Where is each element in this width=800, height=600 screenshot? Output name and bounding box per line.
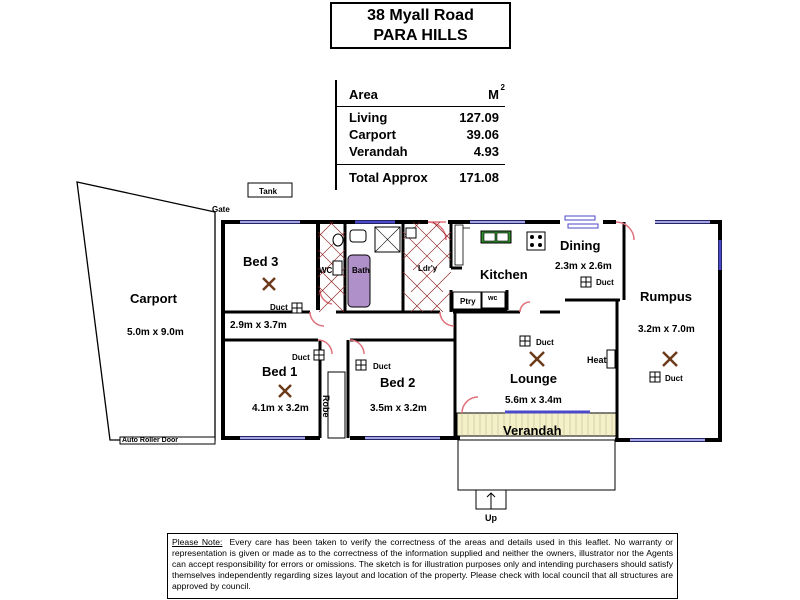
dining-dims: 2.3m x 2.6m <box>555 261 612 272</box>
up-arrow <box>486 492 496 498</box>
area-table-vline <box>335 80 337 190</box>
carport-outline <box>76 181 216 441</box>
carport-dims: 5.0m x 9.0m <box>127 327 184 338</box>
area-heading-underline <box>335 106 505 107</box>
up-label: Up <box>485 513 497 523</box>
cistern <box>332 260 343 276</box>
bed3-duct: Duct <box>270 303 288 312</box>
pantry-box <box>452 291 482 311</box>
heater <box>606 349 616 369</box>
basin <box>349 229 367 243</box>
lounge-label: Lounge <box>510 371 557 386</box>
laundry-label: Ldr'y <box>418 264 438 273</box>
carport-label: Carport <box>130 291 177 306</box>
rumpus-label: Rumpus <box>640 289 692 304</box>
gate-label: Gate <box>212 205 230 214</box>
bed3-label: Bed 3 <box>243 254 279 269</box>
disclaimer-note: Please Note: Every care has been taken t… <box>167 533 678 599</box>
shower <box>374 226 401 253</box>
toilet <box>332 233 344 247</box>
front-deck-outline <box>457 439 616 491</box>
tank-label: Tank <box>259 187 278 196</box>
bed1-duct: Duct <box>292 353 310 362</box>
door-swings <box>309 221 635 414</box>
bed2-label: Bed 2 <box>380 375 416 390</box>
auto-roller-door-rect <box>119 436 216 445</box>
note-text: Every care has been taken to verify the … <box>172 537 673 591</box>
kitchen-label: Kitchen <box>480 267 528 282</box>
laundry-tiles <box>402 221 452 313</box>
wc2-label: wc <box>488 295 498 302</box>
dining-label: Dining <box>560 238 601 253</box>
lounge-dims: 5.6m x 3.4m <box>505 395 562 406</box>
rumpus-duct: Duct <box>665 374 683 383</box>
bed3-dims: 2.9m x 3.7m <box>230 320 287 331</box>
bed2-duct: Duct <box>373 362 391 371</box>
bed2-dims: 3.5m x 3.2m <box>370 403 427 414</box>
bed1-label: Bed 1 <box>262 364 298 379</box>
address-title-box: 38 Myall Road PARA HILLS <box>330 2 511 49</box>
address-line-1: 38 Myall Road <box>367 7 474 24</box>
verandah-label: Verandah <box>503 423 562 438</box>
window-centres <box>240 221 710 441</box>
robe-label: Robe <box>321 395 331 418</box>
bench-left <box>454 224 464 266</box>
rumpus-dims: 3.2m x 7.0m <box>638 324 695 335</box>
duct-symbols <box>291 276 661 383</box>
note-heading: Please Note: <box>172 537 223 547</box>
address-line-2: PARA HILLS <box>373 27 468 44</box>
cooktop <box>526 231 546 251</box>
bath-tub <box>347 254 371 308</box>
trough <box>405 227 417 239</box>
wc2-box <box>481 291 506 309</box>
robe-outline <box>327 371 346 439</box>
pantry-label: Ptry <box>460 297 476 306</box>
auto-roller-door-label: Auto Roller Door <box>122 437 178 444</box>
area-total-line <box>335 164 505 165</box>
heat-label: Heat <box>587 355 607 365</box>
verandah-hatching <box>461 413 613 436</box>
area-heading-label: Area <box>349 87 378 102</box>
wc-label: WC <box>319 266 333 275</box>
wc-tiles <box>317 221 346 313</box>
bed1-dims: 4.1m x 3.2m <box>252 403 309 414</box>
light-marks <box>262 277 678 398</box>
dining-sliding-door <box>564 215 599 229</box>
bath-label: Bath <box>352 266 370 275</box>
dining-duct: Duct <box>596 278 614 287</box>
tank-rect <box>247 182 293 198</box>
lounge-duct: Duct <box>536 338 554 347</box>
